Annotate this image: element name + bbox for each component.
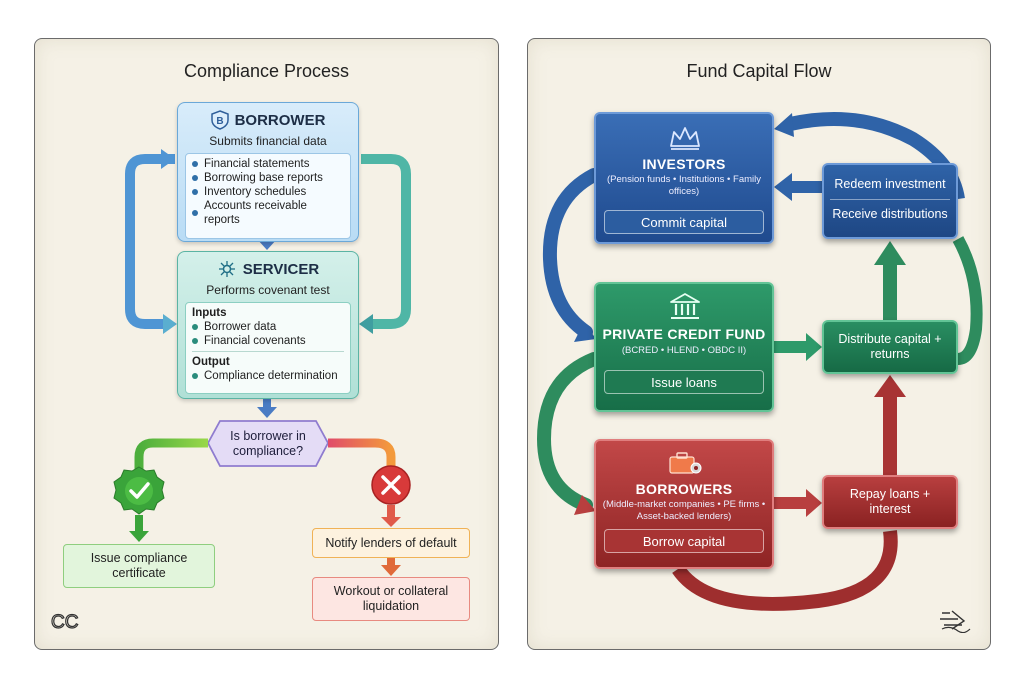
investors-box: INVESTORS (Pension funds • Institutions … [594,112,774,244]
loop-arrow-left [125,154,175,329]
investor-top-arc-head [774,113,794,137]
list-item: Financial covenants [192,334,344,348]
list-item: Borrowing base reports [192,171,344,185]
panel-title: Fund Capital Flow [686,61,832,81]
yes-down-head [129,531,149,542]
repay-up-head [874,375,906,397]
commit-capital-label: Commit capital [604,210,764,234]
fund-title: PRIVATE CREDIT FUND [602,326,766,342]
crown-icon [670,127,700,150]
no-down-head [381,517,401,527]
issue-loans-arrow [536,352,601,512]
shield-icon: B [210,110,229,130]
cc-logo-icon: CC [50,611,79,633]
distribute-capital-box: Distribute capital + returns [822,320,958,374]
down-arrow-2-shaft [263,399,271,409]
output-label: Output [192,356,230,368]
repay-flow-shaft [774,497,808,509]
distribute-up-shaft [883,261,897,320]
capital-flow-arrows [536,112,983,611]
borrowers-box: BORROWERS (Middle-market companies • PE … [594,439,774,569]
servicer-title: SERVICER [242,260,320,278]
redeem-arrow-head [774,173,792,201]
private-credit-fund-box: PRIVATE CREDIT FUND (BCRED • HLEND • OBD… [594,282,774,412]
yes-down-shaft [135,515,143,533]
commit-capital-arrow [542,168,601,339]
loop-arrow-left-head-bottom [163,314,177,334]
repay-up-shaft [883,393,897,475]
servicer-io-list: Inputs Borrower data Financial covenants… [185,302,351,394]
list-item: Borrower data [192,320,344,334]
borrowers-detail: (Middle-market companies • PE firms • As… [602,499,766,522]
distribute-flow-shaft [774,341,808,353]
no-down2-shaft [387,558,395,566]
borrow-capital-label: Borrow capital [604,529,764,553]
right-loop-arc [952,236,983,365]
loop-arrow-right [361,154,411,329]
redeem-investment-label: Redeem investment [834,177,946,191]
distribute-capital-label: Distribute capital + returns [838,332,942,361]
receive-distributions-label: Receive distributions [832,207,948,221]
borrower-title: BORROWER [234,111,326,129]
loop-arrow-right-head [359,314,373,334]
issue-loans-label: Issue loans [604,370,764,394]
fund-capital-flow-panel: Fund Capital Flow [527,38,991,650]
distribute-up-head [874,241,906,265]
loop-arrow-left-head [161,149,175,169]
briefcase-gear-icon [669,452,702,474]
inputs-label: Inputs [192,307,227,319]
no-down2-head [381,565,401,576]
list-item: Inventory schedules [192,185,344,199]
compliance-arrows [113,149,411,576]
borrower-subtitle: Submits financial data [209,134,327,148]
investors-detail: (Pension funds • Institutions • Family o… [607,174,761,197]
distribute-flow-head [806,333,822,361]
check-badge-icon [113,466,165,515]
redeem-arrow-shaft [790,181,822,193]
bank-icon [670,293,700,319]
investor-returns-box: Redeem investment Receive distributions [822,163,958,239]
no-branch-arrow [328,438,396,467]
borrower-loop-arrow [672,530,898,611]
decision-label: Is borrower in compliance? [230,429,306,458]
commit-capital-arrow-head [574,322,596,342]
repay-flow-head [806,489,822,517]
panel-title: Compliance Process [183,61,350,81]
list-item: Compliance determination [192,369,344,383]
list-item: Accounts receivable reports [192,199,344,227]
notify-lenders-box: Notify lenders of default [312,528,470,558]
yes-branch-arrow [134,438,208,469]
borrowers-title: BORROWERS [635,481,733,497]
down-arrow-2-head [257,407,277,418]
compliance-process-panel: Compliance Process [34,38,499,650]
no-down-shaft [387,505,395,519]
divider [830,199,950,200]
fund-detail: (BCRED • HLEND • OBDC II) [621,345,747,356]
shield-badge-letter: B [216,116,223,127]
divider [192,351,344,352]
issue-loans-arrow-head [574,495,596,515]
cc-logo-text: CC [51,612,78,633]
repay-loans-label: Repay loans + interest [849,487,931,516]
borrower-data-list: Financial statements Borrowing base repo… [185,153,351,239]
workout-liquidation-box: Workout or collateral liquidation [312,577,470,621]
borrower-box: B BORROWER Submits financial data Financ… [177,102,359,242]
x-badge-icon [371,465,411,505]
investors-title: INVESTORS [642,156,726,172]
list-item: Financial statements [192,157,344,171]
watermark-logo-icon [940,610,971,633]
repay-loans-box: Repay loans + interest [822,475,958,529]
servicer-box: SERVICER Performs covenant test Inputs B… [177,251,359,399]
issue-certificate-box: Issue compliance certificate [63,544,215,588]
network-hub-icon [218,261,235,277]
servicer-subtitle: Performs covenant test [206,283,330,297]
